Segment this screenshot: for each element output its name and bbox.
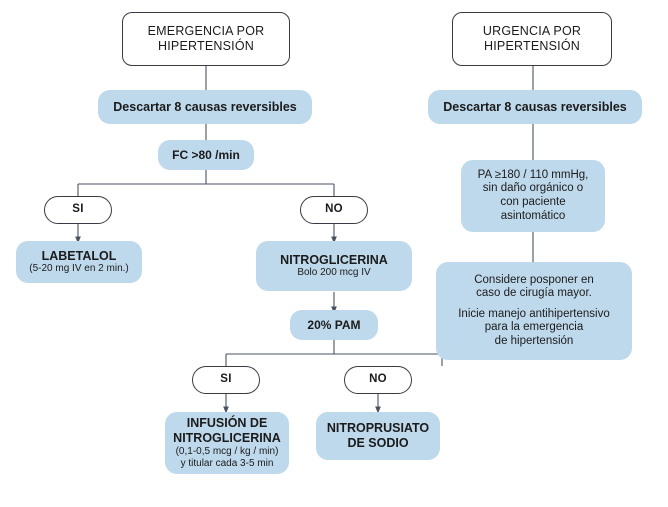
node-title-line-1: EMERGENCIA POR	[147, 24, 265, 39]
node-title-line-1: INFUSIÓN DE	[186, 416, 268, 431]
node-title-line-1: NITROPRUSIATO	[326, 421, 430, 436]
node-emergencia-hipertension[interactable]: EMERGENCIA POR HIPERTENSIÓN	[122, 12, 290, 66]
node-detail-line-1: (0,1-0,5 mcg / kg / min)	[175, 445, 279, 457]
node-title: LABETALOL	[41, 248, 117, 263]
recommendation-line-3: Inicie manejo antihipertensivo	[458, 307, 610, 320]
node-nitroglicerina[interactable]: NITROGLICERINA Bolo 200 mcg IV	[256, 241, 412, 291]
node-label: Descartar 8 causas reversibles	[443, 99, 627, 114]
node-infusion-nitroglicerina[interactable]: INFUSIÓN DE NITROGLICERINA (0,1-0,5 mcg …	[165, 412, 289, 474]
node-descartar-causas-right[interactable]: Descartar 8 causas reversibles	[428, 90, 642, 124]
node-title: NITROGLICERINA	[280, 252, 388, 267]
node-label: Descartar 8 causas reversibles	[113, 99, 297, 114]
recommendation-line-1: Considere posponer en	[474, 273, 594, 286]
node-title-line-2: HIPERTENSIÓN	[158, 39, 254, 53]
node-title-line-2: DE SODIO	[347, 436, 409, 450]
node-fc-mayor-80[interactable]: FC >80 /min	[158, 140, 254, 170]
criteria-line-1: PA ≥180 / 110 mmHg,	[477, 168, 589, 181]
recommendation-line-4: para la emergencia	[484, 321, 584, 334]
criteria-line-2: sin daño orgánico o	[482, 182, 584, 195]
node-label: FC >80 /min	[172, 147, 240, 162]
node-detail-line-2: y titular cada 3-5 min	[180, 457, 274, 469]
node-detail: (5-20 mg IV en 2 min.)	[29, 263, 129, 275]
branch-si-pam[interactable]: SI	[192, 366, 260, 394]
node-title-line-1: URGENCIA POR	[482, 24, 582, 39]
branch-label: SI	[220, 373, 232, 386]
branch-label: SI	[72, 203, 84, 216]
criteria-line-4: asintomático	[500, 209, 566, 222]
node-title-line-2: NITROGLICERINA	[173, 431, 281, 446]
recommendation-line-5: de hipertensión	[494, 334, 574, 347]
node-urgencia-hipertension[interactable]: URGENCIA POR HIPERTENSIÓN	[452, 12, 612, 66]
recommendation-line-2: caso de cirugía mayor.	[476, 287, 592, 300]
node-labetalol[interactable]: LABETALOL (5-20 mg IV en 2 min.)	[16, 241, 142, 283]
branch-si-fc[interactable]: SI	[44, 196, 112, 224]
node-title-line-2: HIPERTENSIÓN	[484, 39, 580, 53]
branch-label: NO	[325, 203, 343, 216]
node-20-porciento-pam[interactable]: 20% PAM	[290, 310, 378, 340]
criteria-line-3: con paciente	[500, 196, 566, 208]
node-detail: Bolo 200 mcg IV	[297, 267, 371, 279]
branch-no-pam[interactable]: NO	[344, 366, 412, 394]
branch-label: NO	[369, 373, 387, 386]
node-recomendacion-manejo[interactable]: Considere posponer en caso de cirugía ma…	[436, 262, 632, 360]
node-label: 20% PAM	[307, 317, 361, 332]
branch-no-fc[interactable]: NO	[300, 196, 368, 224]
node-descartar-causas-left[interactable]: Descartar 8 causas reversibles	[98, 90, 312, 124]
node-nitroprusiato-sodio[interactable]: NITROPRUSIATO DE SODIO	[316, 412, 440, 460]
node-criterios-pa[interactable]: PA ≥180 / 110 mmHg, sin daño orgánico o …	[461, 160, 605, 232]
